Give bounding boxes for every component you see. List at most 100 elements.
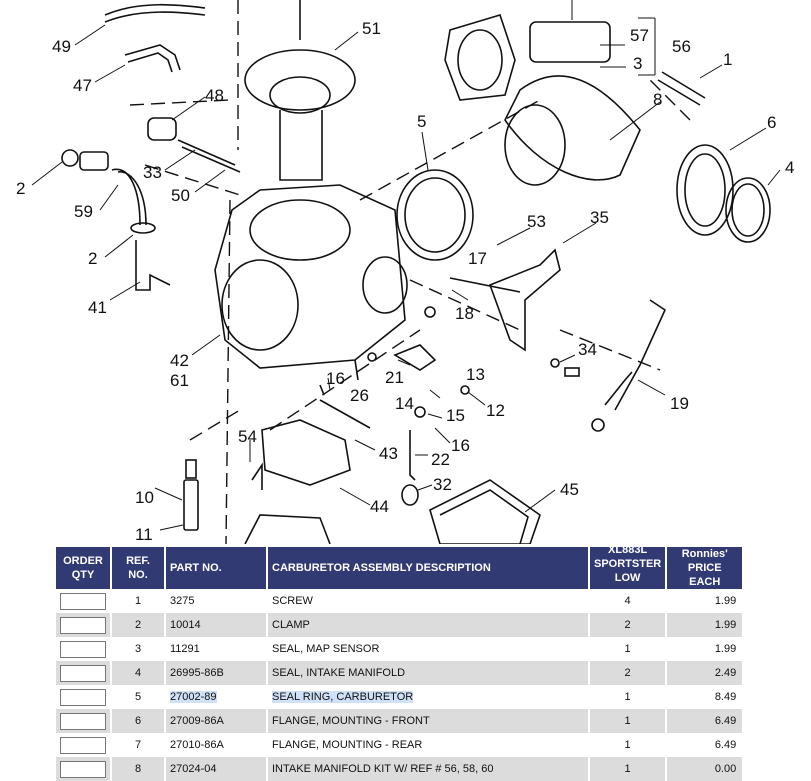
order-qty-input[interactable] <box>60 736 106 754</box>
desc-cell: FLANGE, MOUNTING - FRONT <box>268 709 588 733</box>
low-qty-cell: 1 <box>624 691 631 703</box>
table-row: 8 27024-04 INTAKE MANIFOLD KIT W/ REF # … <box>56 757 743 781</box>
callout-5: 5 <box>417 112 426 131</box>
order-qty-input[interactable] <box>60 640 106 658</box>
header-description: CARBURETOR ASSEMBLY DESCRIPTION <box>268 547 588 589</box>
qty-cell <box>56 757 110 781</box>
ref-cell: 7 <box>134 739 142 751</box>
header-low-model: XL883L <box>608 544 648 556</box>
ref-cell: 6 <box>112 709 164 733</box>
order-qty-input[interactable] <box>60 688 106 706</box>
desc-cell: SEAL, MAP SENSOR <box>272 643 380 655</box>
callout-2: 2 <box>88 249 97 268</box>
callout-59: 59 <box>74 202 93 221</box>
price-cell: 1.99 <box>667 613 743 637</box>
part-cell: 3275 <box>170 595 195 607</box>
callout-15: 15 <box>446 406 465 425</box>
qty-cell <box>56 709 110 733</box>
table-row: 3 11291 SEAL, MAP SENSOR 1 1.99 <box>56 637 742 661</box>
callout-51: 51 <box>362 19 381 38</box>
callout-3: 3 <box>633 54 642 73</box>
part-cell: 10014 <box>166 613 266 637</box>
low-qty-cell: 4 <box>624 595 631 607</box>
ref-cell: 8 <box>112 757 164 781</box>
desc-cell: SCREW <box>272 595 313 607</box>
callout-53: 53 <box>527 212 546 231</box>
callout-44: 44 <box>370 497 389 516</box>
callout-57: 57 <box>630 26 649 45</box>
carburetor-exploded-diagram: 49 47 48 2 59 33 50 2 41 42 61 51 55 5 8… <box>16 0 794 544</box>
callout-61: 61 <box>170 371 189 390</box>
parts-table: ORDER QTY REF. NO. PART NO. CARBURETOR A… <box>54 544 744 781</box>
part-cell: 11291 <box>170 643 200 655</box>
callout-26: 26 <box>350 386 369 405</box>
callout-33: 33 <box>143 163 162 182</box>
callout-16: 16 <box>326 369 345 388</box>
low-qty-cell: 1 <box>624 643 631 655</box>
price-cell: 6.49 <box>667 709 743 733</box>
low-qty-cell: 2 <box>590 613 666 637</box>
callout-17: 17 <box>468 249 487 268</box>
header-ref-no: REF. NO. <box>112 547 164 589</box>
callout-11: 11 <box>135 525 153 544</box>
order-qty-input[interactable] <box>60 664 106 682</box>
callout-19: 19 <box>670 394 689 413</box>
desc-cell: INTAKE MANIFOLD KIT W/ REF # 56, 58, 60 <box>268 757 588 781</box>
order-qty-input[interactable] <box>60 592 106 610</box>
callout-43: 43 <box>379 444 398 463</box>
callout-6: 6 <box>767 113 776 132</box>
price-cell: 1.99 <box>714 595 737 607</box>
callout-14: 14 <box>395 394 414 413</box>
header-order-qty: ORDER QTY <box>56 547 110 589</box>
selected-part-text: 27002-89 <box>170 691 217 703</box>
callout-55: 55 <box>338 0 357 4</box>
header-price-each: Ronnies' PRICE EACH <box>667 547 743 589</box>
callout-56: 56 <box>672 37 691 56</box>
callout-21: 21 <box>385 368 404 387</box>
qty-cell <box>56 613 110 637</box>
table-body: 1 3275 SCREW 4 1.99 2 10014 CLAMP 2 1.99… <box>56 589 743 781</box>
part-cell: 27009-86A <box>166 709 266 733</box>
callout-12: 12 <box>486 401 505 420</box>
callout-41: 41 <box>88 298 107 317</box>
callout-8: 8 <box>653 90 662 109</box>
callout-35: 35 <box>590 208 609 227</box>
low-qty-cell: 1 <box>590 757 666 781</box>
order-qty-input[interactable] <box>60 760 106 778</box>
callout-47: 47 <box>73 76 92 95</box>
callout-32: 32 <box>433 475 452 494</box>
desc-cell: CLAMP <box>268 613 588 637</box>
part-cell: 27002-89 <box>166 685 266 709</box>
callout-10: 10 <box>135 488 154 507</box>
qty-cell <box>56 661 110 685</box>
table-header-row: ORDER QTY REF. NO. PART NO. CARBURETOR A… <box>56 544 743 589</box>
header-low-line1: SPORTSTER <box>594 558 662 570</box>
header-part-no: PART NO. <box>166 547 266 589</box>
table-row: 5 27002-89 SEAL RING, CARBURETOR 1 8.49 <box>56 685 742 709</box>
callout-18: 18 <box>455 304 474 323</box>
low-qty-cell: 2 <box>590 661 666 685</box>
order-qty-input[interactable] <box>60 616 106 634</box>
header-low-line2: LOW <box>614 572 641 584</box>
table-row: 4 26995-86B SEAL, INTAKE MANIFOLD 2 2.49 <box>56 661 743 685</box>
table-row: 7 27010-86A FLANGE, MOUNTING - REAR 1 6.… <box>56 733 742 757</box>
price-cell: 8.49 <box>714 691 737 703</box>
price-cell: 0.00 <box>667 757 743 781</box>
ref-cell: 2 <box>112 613 164 637</box>
qty-cell <box>56 589 110 613</box>
callout-42: 42 <box>170 351 189 370</box>
order-qty-input[interactable] <box>60 712 106 730</box>
callout-4: 4 <box>785 158 794 177</box>
ref-cell: 1 <box>134 595 142 607</box>
low-qty-cell: 1 <box>590 709 666 733</box>
selected-desc-text: SEAL RING, CARBURETOR <box>272 691 414 703</box>
callout-13: 13 <box>466 365 485 384</box>
part-cell: 26995-86B <box>166 661 266 685</box>
table-row: 1 3275 SCREW 4 1.99 <box>56 589 742 613</box>
price-cell: 2.49 <box>667 661 743 685</box>
table-row: 6 27009-86A FLANGE, MOUNTING - FRONT 1 6… <box>56 709 743 733</box>
callout-50: 50 <box>171 186 190 205</box>
callout-45: 45 <box>560 480 579 499</box>
qty-cell <box>56 733 110 757</box>
callout-22: 22 <box>431 450 450 469</box>
